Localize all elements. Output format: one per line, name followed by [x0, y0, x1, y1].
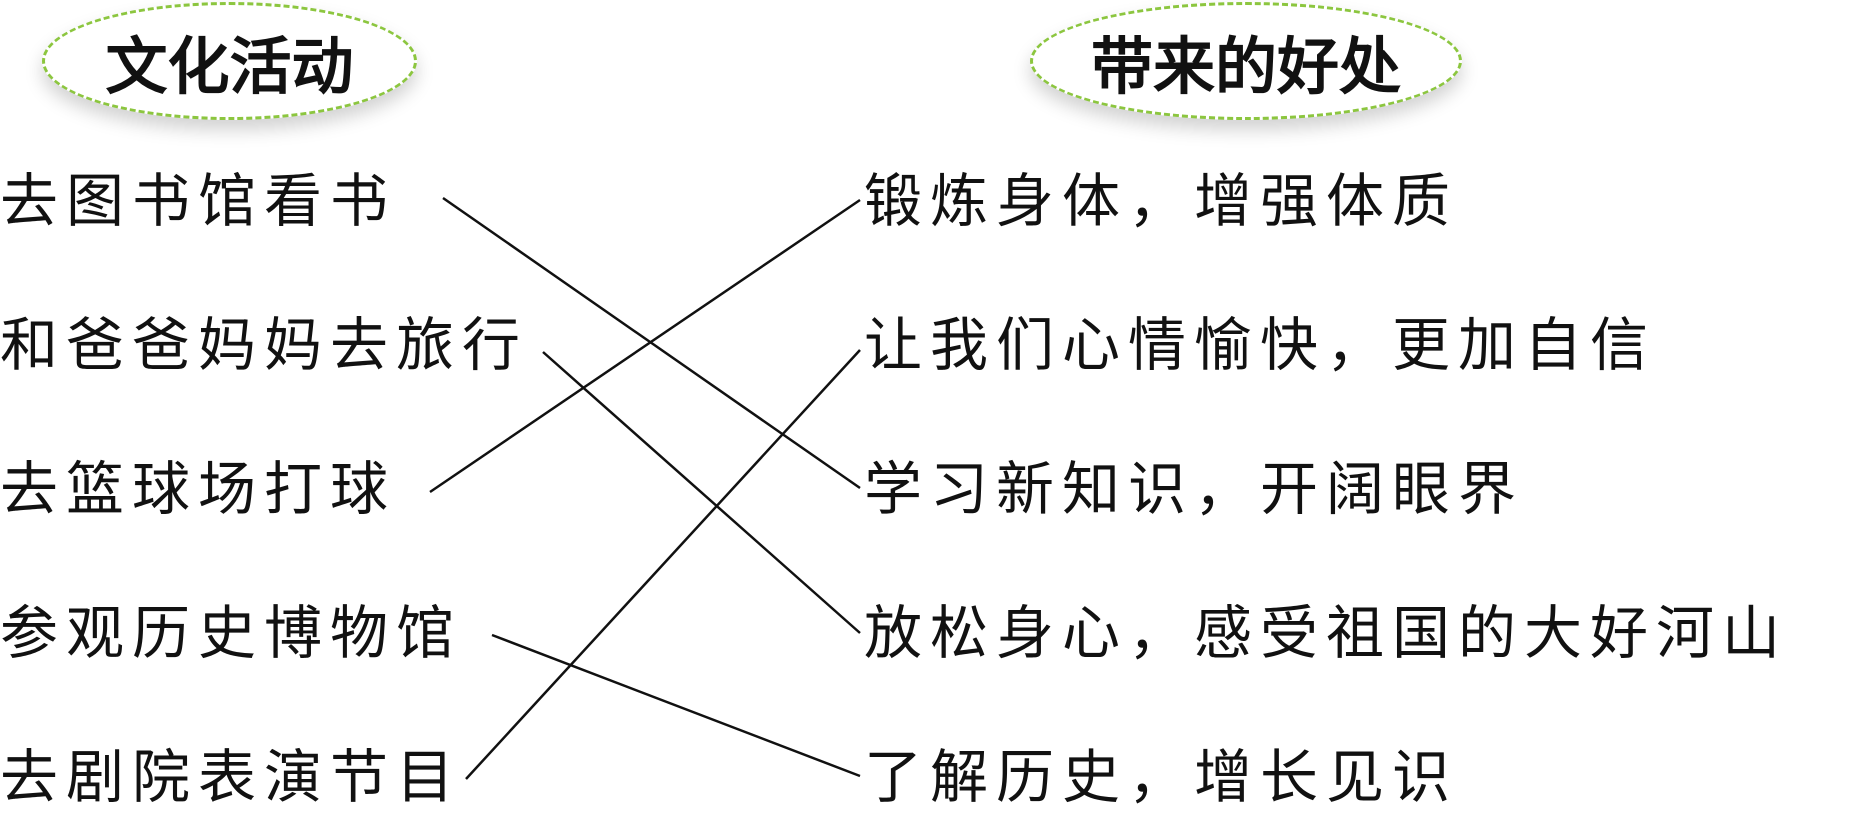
- benefit-item-5[interactable]: 了解历史，增长见识: [864, 743, 1459, 811]
- connector-line-travel: [542, 351, 861, 634]
- benefit-item-4[interactable]: 放松身心，感受祖国的大好河山: [864, 599, 1789, 667]
- benefit-item-2[interactable]: 让我们心情愉快，更加自信: [864, 311, 1657, 379]
- connector-line-basketball: [429, 198, 861, 494]
- header-benefits-label: 带来的好处: [1090, 30, 1401, 103]
- connector-line-museum: [491, 633, 861, 778]
- connector-line-theater: [465, 349, 861, 780]
- header-cultural-activities: 文化活动: [42, 2, 417, 120]
- activity-item-3[interactable]: 去篮球场打球: [0, 455, 397, 523]
- activity-item-2[interactable]: 和爸爸妈妈去旅行: [0, 311, 529, 379]
- header-benefits: 带来的好处: [1030, 2, 1462, 120]
- benefit-item-1[interactable]: 锻炼身体，增强体质: [864, 167, 1459, 235]
- header-cultural-activities-label: 文化活动: [105, 30, 354, 103]
- activity-item-5[interactable]: 去剧院表演节目: [0, 743, 463, 811]
- activity-item-1[interactable]: 去图书馆看书: [0, 167, 397, 235]
- activity-item-4[interactable]: 参观历史博物馆: [0, 599, 463, 667]
- benefit-item-3[interactable]: 学习新知识，开阔眼界: [864, 455, 1525, 523]
